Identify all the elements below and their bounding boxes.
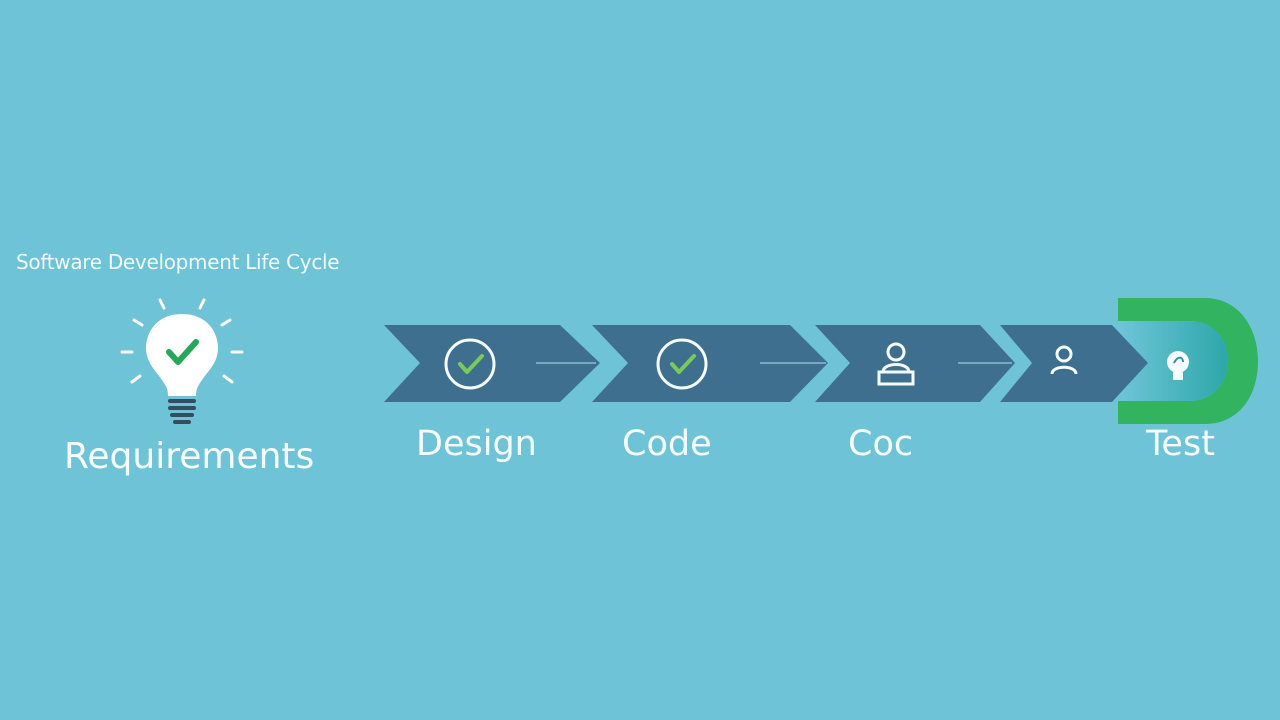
- design-chevron: [384, 325, 600, 402]
- test-highlight: [1118, 321, 1228, 401]
- code-chevron: [592, 325, 828, 402]
- lightbulb-check-icon: [120, 298, 244, 424]
- code-label: Code: [622, 424, 712, 464]
- check-circle-icon: [444, 338, 496, 390]
- person-icon: [1050, 345, 1078, 375]
- person-chevron: [1000, 325, 1148, 402]
- test-green-frame: [1118, 298, 1258, 424]
- design-label: Design: [416, 424, 537, 464]
- coc-label: Coc: [848, 424, 914, 464]
- lightbulb-icon: [1167, 351, 1189, 380]
- coc-chevron: [815, 325, 1015, 402]
- person-desk-icon: [877, 342, 915, 386]
- check-circle-icon: [656, 338, 708, 390]
- diagram-title: Software Development Life Cycle: [16, 250, 340, 274]
- requirements-label: Requirements: [64, 436, 315, 477]
- test-label: Test: [1146, 424, 1215, 464]
